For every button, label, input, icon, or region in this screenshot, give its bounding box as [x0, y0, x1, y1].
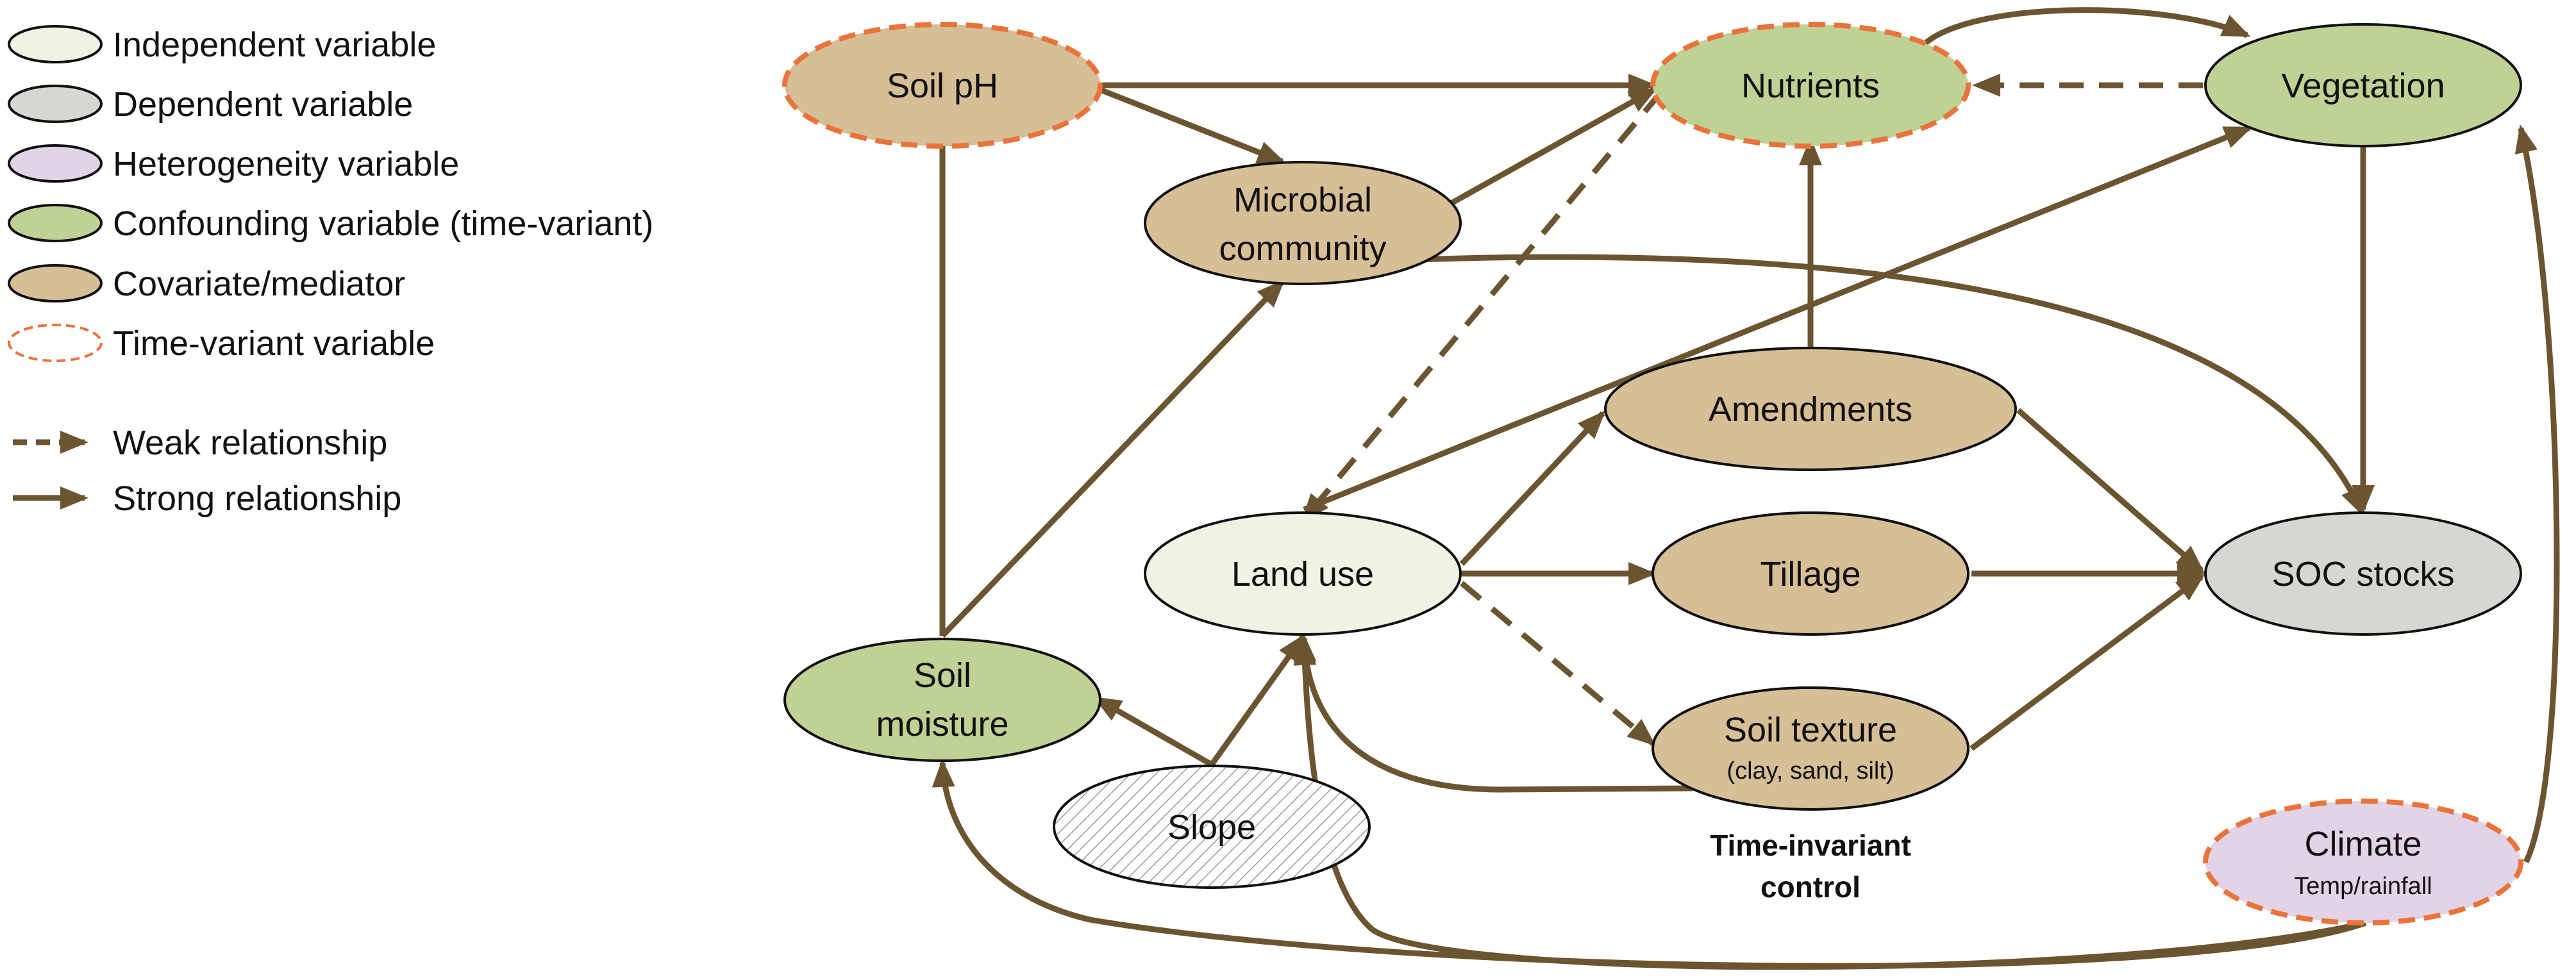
edge-texture-to-soc: [1970, 574, 2205, 751]
legend-label-weak: Weak relationship: [113, 424, 387, 462]
legend-item-independent: Independent variable: [8, 25, 436, 64]
node-land-use-shape: [1144, 511, 1462, 636]
time-invariant-note: Time-invariant control: [1710, 829, 1911, 904]
node-climate-line2: Temp/rainfall: [2294, 873, 2432, 900]
node-nutrients-label: Nutrients: [1741, 67, 1880, 105]
node-soil-texture[interactable]: Soil texture (clay, sand, silt): [1652, 686, 1970, 811]
edge-microbial-to-soc: [1418, 254, 2365, 517]
legend-label-confounding: Confounding variable (time-variant): [113, 204, 653, 243]
time-invariant-note-line1: Time-invariant: [1710, 829, 1911, 862]
node-amendments[interactable]: Amendments: [1604, 347, 2017, 471]
edges: [931, 7, 2560, 970]
node-tillage-shape: [1652, 511, 1970, 636]
node-soil-ph-label: Soil pH: [887, 67, 998, 105]
edge-land-use-to-texture-weak: [1460, 581, 1656, 746]
edge-climate-to-vegetation: [2514, 124, 2560, 863]
edge-nutrients-land-use-weak: [1301, 67, 1685, 522]
node-land-use-label: Land use: [1232, 555, 1374, 593]
legend-item-heterogeneity: Heterogeneity variable: [8, 144, 459, 183]
edge-nutrients-to-vegetation: [1919, 7, 2251, 49]
node-tillage[interactable]: Tillage: [1652, 511, 1970, 636]
node-tillage-label: Tillage: [1760, 555, 1861, 593]
legend-label-strong: Strong relationship: [113, 479, 401, 518]
node-soil-texture-line2: (clay, sand, silt): [1727, 758, 1894, 784]
node-nutrients[interactable]: Nutrients: [1650, 22, 1971, 149]
node-soc-shape: [2204, 511, 2522, 636]
node-vegetation[interactable]: Vegetation: [2204, 23, 2522, 147]
legend-item-covariate: Covariate/mediator: [8, 264, 405, 303]
legend-label-dependent: Dependent variable: [113, 85, 413, 124]
node-slope-label: Slope: [1167, 808, 1256, 847]
node-soil-moisture-shape: [783, 638, 1101, 762]
node-amendments-shape: [1604, 347, 2017, 471]
node-soil-texture-shape: [1652, 686, 1970, 811]
node-soil-texture-line1: Soil texture: [1724, 711, 1897, 749]
node-microbial-community[interactable]: Microbial community: [1144, 161, 1462, 285]
edge-nutrients-microbial-bidirectional: [1423, 87, 1658, 226]
legend-swatch-confounding: [8, 204, 103, 242]
edge-amendments-to-soc: [2016, 408, 2205, 573]
node-soil-moisture-line1: Soil: [914, 656, 971, 695]
legend-swatch-time-variant: [8, 324, 103, 362]
node-microbial-shape: [1144, 161, 1462, 285]
legend-label-heterogeneity: Heterogeneity variable: [113, 145, 459, 183]
edge-climate-to-moisture: [932, 759, 2367, 969]
legend-swatch-dependent: [8, 85, 103, 123]
time-invariant-note-line2: control: [1761, 870, 1861, 904]
node-climate-line1: Climate: [2304, 825, 2421, 863]
legend-swatch-independent: [8, 25, 103, 63]
node-vegetation-shape: [2204, 23, 2522, 147]
node-land-use[interactable]: Land use: [1144, 511, 1462, 636]
node-slope[interactable]: Slope: [1053, 765, 1371, 889]
legend-item-dependent: Dependent variable: [8, 85, 413, 124]
legend-label-independent: Independent variable: [113, 26, 436, 64]
node-soil-moisture[interactable]: Soil moisture: [783, 638, 1101, 762]
node-nutrients-shape: [1650, 22, 1971, 149]
node-soil-ph[interactable]: Soil pH: [782, 22, 1103, 149]
legend-label-time-variant: Time-variant variable: [113, 324, 435, 363]
node-soc-stocks[interactable]: SOC stocks: [2204, 511, 2522, 636]
nodes: Soil pH Nutrients Vegetation Microbial c…: [782, 22, 2523, 925]
legend-swatch-heterogeneity: [8, 144, 103, 183]
legend-label-covariate: Covariate/mediator: [113, 265, 405, 303]
node-soc-label: SOC stocks: [2271, 555, 2454, 593]
edge-texture-to-land-use: [1293, 634, 1693, 793]
legend-item-confounding: Confounding variable (time-variant): [8, 204, 653, 243]
edge-moisture-to-microbial: [940, 279, 1285, 638]
legend-swatch-covariate: [8, 264, 103, 303]
edge-land-use-to-amendments: [1459, 410, 1606, 567]
edge-slope-to-moisture: [1092, 696, 1214, 767]
legend-item-time-variant: Time-variant variable: [8, 324, 435, 363]
legend: Independent variable Dependent variable …: [8, 25, 653, 518]
legend-item-strong: Strong relationship: [13, 479, 401, 518]
legend-item-weak: Weak relationship: [13, 424, 387, 462]
node-soil-ph-shape: [782, 22, 1103, 149]
node-climate-shape: [2203, 799, 2523, 925]
node-climate[interactable]: Climate Temp/rainfall: [2203, 799, 2523, 925]
node-vegetation-label: Vegetation: [2281, 67, 2445, 105]
edge-slope-to-land-use: [1209, 634, 1305, 767]
node-amendments-label: Amendments: [1709, 390, 1912, 429]
node-soil-moisture-line2: moisture: [876, 705, 1008, 743]
node-slope-shape: [1053, 765, 1371, 889]
edge-soil-ph-to-microbial: [1099, 87, 1286, 165]
edge-land-use-to-vegetation: [1303, 125, 2253, 513]
node-microbial-line2: community: [1219, 229, 1386, 268]
node-microbial-line1: Microbial: [1234, 181, 1372, 219]
